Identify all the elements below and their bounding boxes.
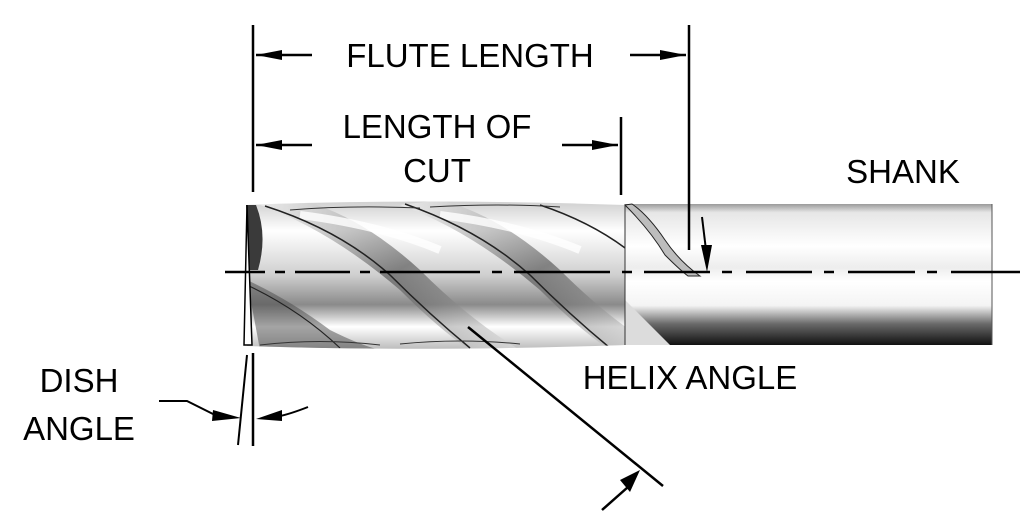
shank-label: SHANK	[846, 153, 960, 190]
helix-angle-label: HELIX ANGLE	[583, 359, 798, 396]
length-of-cut-label-line1: LENGTH OF	[343, 108, 532, 145]
helix-leader-line	[467, 326, 664, 487]
length-of-cut-dimension: LENGTH OF CUT	[256, 108, 618, 189]
flute-end-arrow	[701, 216, 712, 272]
flute-length-label: FLUTE LENGTH	[346, 37, 594, 74]
shank-body	[625, 204, 993, 345]
helix-angle-dimension: HELIX ANGLE	[467, 326, 798, 511]
arrowhead-icon	[620, 470, 640, 492]
dish-angle-label-line2: ANGLE	[23, 410, 135, 447]
length-of-cut-label-line2: CUT	[403, 152, 471, 189]
dish-angle-label-line1: DISH	[40, 362, 119, 399]
arrowhead-icon	[256, 140, 282, 150]
arrowhead-icon	[592, 140, 618, 150]
extension-lines	[251, 25, 691, 250]
flute-section	[243, 201, 702, 349]
dish-extension-line	[237, 354, 248, 446]
arrowhead-icon	[701, 245, 712, 272]
flute-length-dimension: FLUTE LENGTH	[256, 37, 686, 74]
arrowhead-icon	[660, 50, 686, 60]
arrowhead-icon	[212, 410, 241, 421]
dish-angle-dimension: DISH ANGLE	[23, 353, 309, 447]
arrowhead-icon	[256, 50, 282, 60]
arrowhead-icon	[256, 410, 282, 421]
